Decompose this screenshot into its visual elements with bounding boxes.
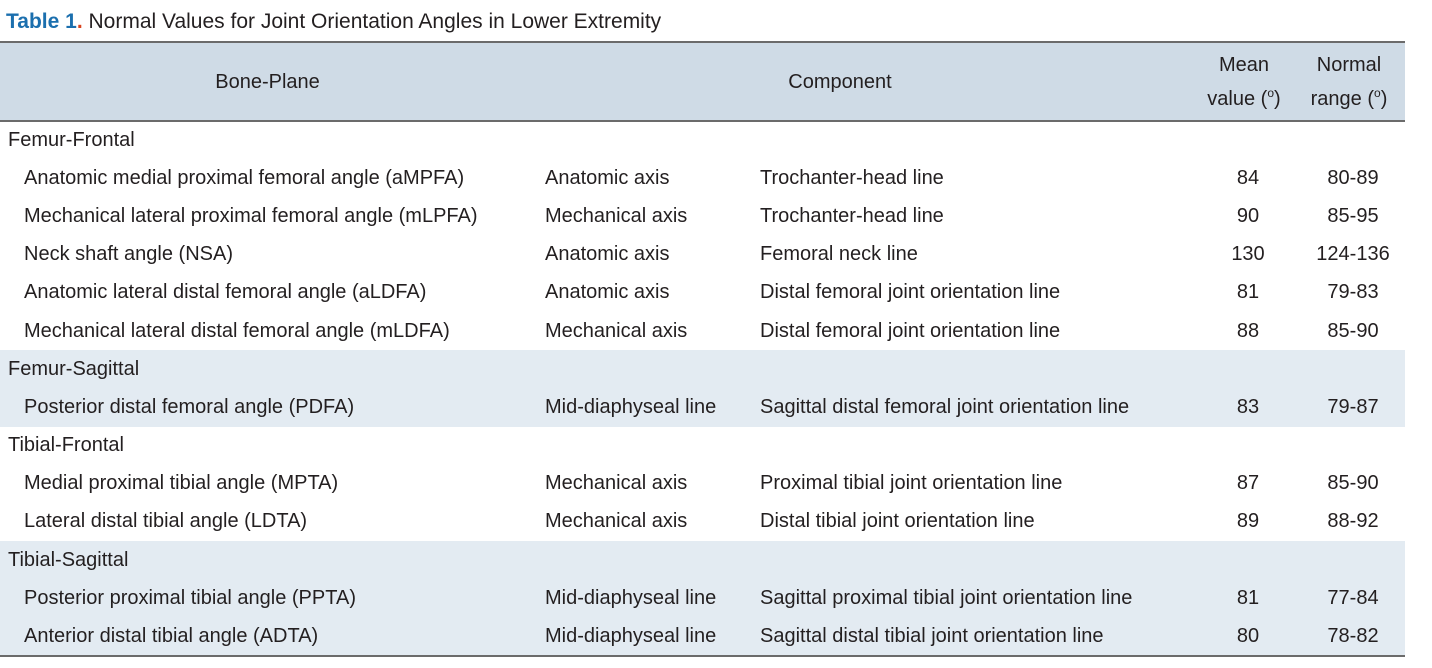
reference-axis: Mid-diaphyseal line — [545, 395, 717, 418]
group-label-femur-frontal: Femur-Frontal — [8, 129, 135, 152]
mean-value: 83 — [1236, 395, 1260, 418]
mean-value: 81 — [1236, 281, 1260, 304]
reference-axis: Mechanical axis — [545, 204, 688, 227]
reference-axis: Mid-diaphyseal line — [545, 586, 717, 609]
normal-range: 79-87 — [1327, 395, 1379, 418]
reference-line: Trochanter-head line — [760, 166, 944, 189]
group-row: Femur-Frontal — [0, 121, 1405, 159]
table-row: Anatomic lateral distal femoral angle (a… — [0, 274, 1405, 312]
angle-name: Posterior proximal tibial angle (PPTA) — [24, 586, 356, 609]
angle-name: Anatomic lateral distal femoral angle (a… — [24, 281, 427, 304]
table-row: Posterior distal femoral angle (PDFA) Mi… — [0, 388, 1405, 427]
normal-range: 124-136 — [1316, 243, 1390, 266]
table-row: Mechanical lateral proximal femoral angl… — [0, 197, 1405, 235]
reference-line: Sagittal proximal tibial joint orientati… — [760, 586, 1133, 609]
reference-line: Distal femoral joint orientation line — [760, 319, 1061, 342]
angle-name: Mechanical lateral distal femoral angle … — [24, 319, 450, 342]
header-mean-line2: value ( — [1207, 87, 1268, 110]
reference-line: Femoral neck line — [760, 243, 918, 266]
group-row: Femur-Sagittal — [0, 350, 1405, 389]
reference-axis: Anatomic axis — [545, 243, 670, 266]
angle-name: Lateral distal tibial angle (LDTA) — [24, 510, 308, 533]
mean-value: 88 — [1236, 319, 1260, 342]
table-header-row: Bone-Plane Component Mean value (o) Norm… — [0, 41, 1405, 122]
angle-name: Medial proximal tibial angle (MPTA) — [24, 472, 339, 495]
header-mean-line1: Mean — [1218, 53, 1270, 76]
header-normal-line1: Normal — [1316, 53, 1382, 76]
normal-range: 79-83 — [1327, 281, 1379, 304]
table-row: Medial proximal tibial angle (MPTA) Mech… — [0, 465, 1405, 503]
header-normal-degree: o — [1374, 85, 1381, 100]
header-mean-close: ) — [1274, 87, 1281, 110]
header-component: Component — [545, 41, 1195, 122]
mean-value: 87 — [1236, 472, 1260, 495]
table-caption: Table 1. Normal Values for Joint Orienta… — [6, 7, 661, 37]
reference-axis: Anatomic axis — [545, 281, 670, 304]
reference-line: Distal femoral joint orientation line — [760, 281, 1061, 304]
reference-line: Distal tibial joint orientation line — [760, 510, 1035, 533]
reference-axis: Mechanical axis — [545, 319, 688, 342]
table-row: Neck shaft angle (NSA) Anatomic axis Fem… — [0, 236, 1405, 274]
group-row: Tibial-Frontal — [0, 427, 1405, 465]
angle-name: Mechanical lateral proximal femoral angl… — [24, 204, 478, 227]
header-normal-line2: range ( — [1310, 87, 1374, 110]
normal-range: 77-84 — [1327, 586, 1379, 609]
header-bone-plane: Bone-Plane — [0, 41, 545, 122]
reference-axis: Mechanical axis — [545, 510, 688, 533]
mean-value: 81 — [1236, 586, 1260, 609]
mean-value: 84 — [1236, 166, 1260, 189]
group-label-femur-sagittal: Femur-Sagittal — [8, 357, 140, 380]
mean-value: 130 — [1231, 243, 1265, 266]
table-row: Anterior distal tibial angle (ADTA) Mid-… — [0, 617, 1405, 657]
angle-name: Posterior distal femoral angle (PDFA) — [24, 395, 355, 418]
table-row: Anatomic medial proximal femoral angle (… — [0, 159, 1405, 197]
normal-range: 88-92 — [1327, 510, 1379, 533]
angle-name: Neck shaft angle (NSA) — [24, 243, 233, 266]
table-label-dot: . — [76, 10, 83, 33]
normal-range: 85-95 — [1327, 204, 1379, 227]
group-label-tibial-sagittal: Tibial-Sagittal — [8, 548, 129, 571]
table-label: Table 1 — [6, 10, 77, 33]
table-body: Femur-Frontal Anatomic medial proximal f… — [0, 121, 1405, 657]
normal-range: 85-90 — [1327, 319, 1379, 342]
angle-name: Anterior distal tibial angle (ADTA) — [0, 617, 545, 657]
reference-axis: Anatomic axis — [545, 166, 670, 189]
header-normal-range: Normal range (o) — [1293, 41, 1405, 122]
reference-line: Trochanter-head line — [760, 204, 944, 227]
table-row: Lateral distal tibial angle (LDTA) Mecha… — [0, 503, 1405, 541]
reference-line: Sagittal distal tibial joint orientation… — [760, 617, 1195, 657]
normal-range: 78-82 — [1293, 617, 1405, 657]
group-row: Tibial-Sagittal — [0, 541, 1405, 580]
table-title: Normal Values for Joint Orientation Angl… — [82, 10, 662, 33]
joint-angles-table: Bone-Plane Component Mean value (o) Norm… — [0, 41, 1405, 657]
header-normal-close: ) — [1380, 87, 1388, 110]
reference-axis: Mid-diaphyseal line — [545, 617, 760, 657]
header-mean-value: Mean value (o) — [1195, 41, 1293, 122]
reference-line: Sagittal distal femoral joint orientatio… — [760, 395, 1130, 418]
mean-value: 80 — [1195, 617, 1293, 657]
angle-name: Anatomic medial proximal femoral angle (… — [24, 166, 465, 189]
reference-line: Proximal tibial joint orientation line — [760, 472, 1063, 495]
table-row: Posterior proximal tibial angle (PPTA) M… — [0, 579, 1405, 618]
header-mean-degree: o — [1267, 85, 1275, 100]
mean-value: 90 — [1236, 204, 1260, 227]
normal-range: 85-90 — [1327, 472, 1379, 495]
reference-axis: Mechanical axis — [545, 472, 688, 495]
group-label-tibial-frontal: Tibial-Frontal — [8, 434, 124, 457]
table-row: Mechanical lateral distal femoral angle … — [0, 312, 1405, 350]
normal-range: 80-89 — [1327, 166, 1379, 189]
mean-value: 89 — [1236, 510, 1260, 533]
